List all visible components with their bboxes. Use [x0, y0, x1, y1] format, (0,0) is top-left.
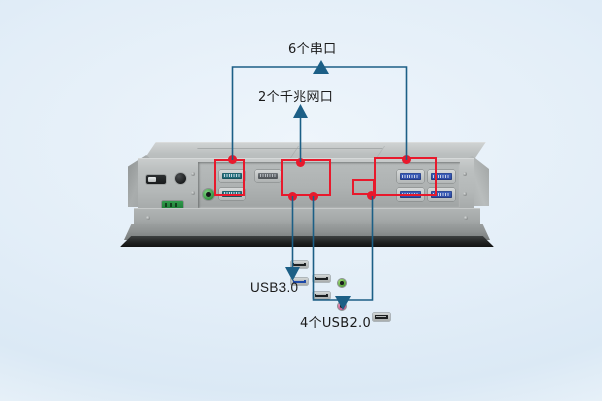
leader-dot-serial-left [228, 155, 237, 164]
callout-label-usb3: USB3.0 [250, 280, 299, 295]
panel-screw [463, 172, 467, 176]
serial-port-com4 [428, 170, 455, 183]
arrow-serial [313, 60, 329, 74]
audio-mic-in-jack [338, 302, 346, 310]
top-seam [197, 148, 383, 149]
highlight-box-serial-left [214, 159, 245, 196]
device-screen-edge [120, 236, 494, 247]
reset-button [175, 173, 186, 184]
usb2-port-a [291, 261, 308, 268]
panel-screw [464, 216, 468, 220]
leader-dot-usb2-right [367, 191, 376, 200]
power-terminal-block [162, 201, 183, 210]
panel-screw [191, 191, 195, 195]
leader-dot-lan [296, 158, 305, 167]
leader-dot-usb3 [288, 192, 297, 201]
callout-label-lan: 2个千兆网口 [258, 90, 334, 105]
usb2-port-d [373, 313, 390, 321]
serial-port-com6 [428, 188, 455, 201]
ps2-mouse-port [203, 189, 214, 200]
usb2-port-c [313, 292, 330, 299]
leader-dot-serial-right [402, 155, 411, 164]
audio-line-out-jack [338, 279, 346, 287]
panel-screw [146, 216, 150, 220]
leader-dot-usb2-left [309, 192, 318, 201]
usb2-port-b [313, 275, 330, 282]
callout-label-serial: 6个串口 [288, 42, 337, 57]
panel-screw [191, 172, 195, 176]
arrow-lan [293, 104, 308, 118]
serial-port-com3 [397, 170, 424, 183]
panel-screw [463, 192, 467, 196]
serial-port-com1 [219, 170, 245, 182]
highlight-box-usb2-quad [281, 159, 331, 196]
vga-port [255, 170, 281, 182]
callout-label-usb2: 4个USB2.0 [300, 316, 372, 331]
power-switch [146, 175, 166, 184]
device-lower-band [134, 208, 480, 227]
